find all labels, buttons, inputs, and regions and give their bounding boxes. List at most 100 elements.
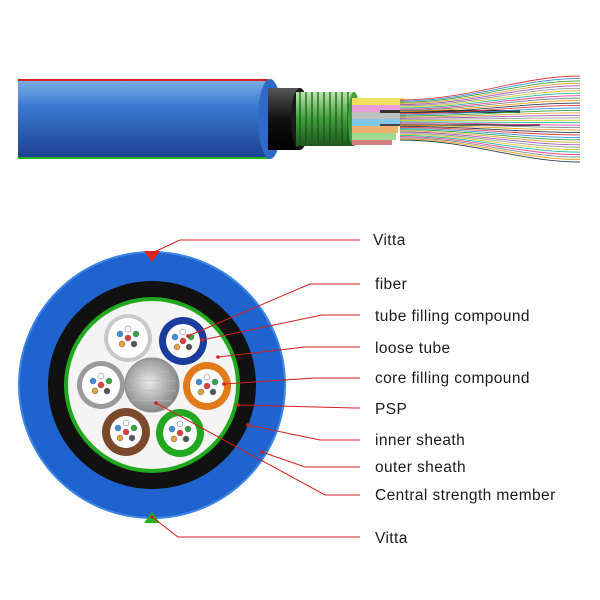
leader-vitta-top [151,239,360,254]
fiber-dot [130,424,138,432]
fiber-strand [399,107,581,116]
fiber-strand [399,112,581,118]
fiber-dot [173,343,181,351]
fiber-strand [399,138,581,160]
fiber-strand [399,131,581,146]
leader-central-strength [155,402,360,496]
label-core-filling-compound: core filling compound [375,370,530,387]
fiber-dot [128,434,136,442]
fiber-strand [399,100,581,112]
fiber-strand [399,82,581,104]
leader-tube-filling [201,314,360,341]
fiber-strand [399,95,581,110]
fiber-dot [170,435,178,443]
label-inner-sheath: inner sheath [375,432,465,449]
fiber-dot [130,340,138,348]
fiber-dot [132,330,140,338]
label-central-strength-member: Central strength member [375,487,556,504]
label-outer-sheath: outer sheath [375,459,466,476]
label-psp: PSP [375,401,407,418]
fiber-strand [399,129,581,141]
fiber-dot [184,425,192,433]
fiber-strand [399,132,581,148]
fiber-dot [203,373,211,381]
fiber-strand [399,90,581,108]
fiber-strand [399,105,581,115]
vitta-top-marker [144,251,160,262]
label-fiber: fiber [375,276,407,293]
fiber-strand [399,136,581,156]
fiber-strand [399,109,581,117]
outer-sheath-side [18,79,270,159]
fiber-dot [105,377,113,385]
fiber-strand [399,117,581,120]
leader-psp [237,404,360,409]
fiber-strand [399,75,581,101]
fiber-dot [176,420,184,428]
labels: Vitta fiber tube filling compound loose … [373,232,556,547]
fiber-strand [399,125,581,133]
fiber-dot [116,330,124,338]
fiber-strand [399,121,581,124]
fiber-strand [399,133,581,151]
fiber-strand [399,123,581,129]
fiber-dot [209,388,217,396]
fiber-strand [399,137,581,158]
fiber-dot [179,328,187,336]
fiber-dot [114,424,122,432]
fiber-strand [399,130,581,143]
fiber-strand [399,92,581,109]
fiber-dot [122,428,130,436]
fiber-strand [399,126,581,136]
fiber-strand [399,122,581,126]
fiber-dot [211,378,219,386]
fiber-dot [124,325,132,333]
fiber-strand [399,114,581,119]
leader-outer-sheath [261,451,360,468]
fiber-dot [118,340,126,348]
fiber-dot [168,425,176,433]
fiber-dot [91,387,99,395]
fiber-dot [97,381,105,389]
fiber-dot [197,388,205,396]
fiber-strand [399,134,581,153]
label-loose-tube: loose tube [375,340,451,357]
leader-inner-sheath [247,424,360,441]
loose-tubes-cross [77,314,231,457]
fiber-dot [122,419,130,427]
fiber-dot [179,337,187,345]
leader-lines [150,239,360,538]
central-strength-member [124,357,180,413]
fiber-dot [116,434,124,442]
fiber-dot [195,378,203,386]
leader-fiber [187,283,360,337]
fibers-fan [399,75,581,163]
fiber-dot [171,333,179,341]
fiber-strand [399,85,581,106]
fiber-dot [176,429,184,437]
fiber-dot [103,387,111,395]
label-vitta-top: Vitta [373,232,406,249]
fiber-dot [89,377,97,385]
cable-cross-section [18,251,286,523]
strength-member-texture [127,369,177,402]
fiber-dot [203,382,211,390]
fiber-strand [399,87,581,107]
leader-core-filling [223,377,360,385]
label-vitta-bottom: Vitta [375,530,408,547]
fiber-dot [97,372,105,380]
fiber-strand [399,139,581,163]
fiber-dot [182,435,190,443]
armor-corrugation [296,92,360,146]
label-tube-filling-compound: tube filling compound [375,308,530,325]
fiber-strand [399,124,581,131]
fiber-strand [399,78,581,102]
fiber-strand [399,97,581,111]
fiber-strand [399,128,581,138]
fiber-dot [124,334,132,342]
leader-vitta-bottom [151,516,360,538]
fiber-strand [399,102,581,114]
fiber-dot [185,343,193,351]
leader-loose-tube [217,346,360,358]
